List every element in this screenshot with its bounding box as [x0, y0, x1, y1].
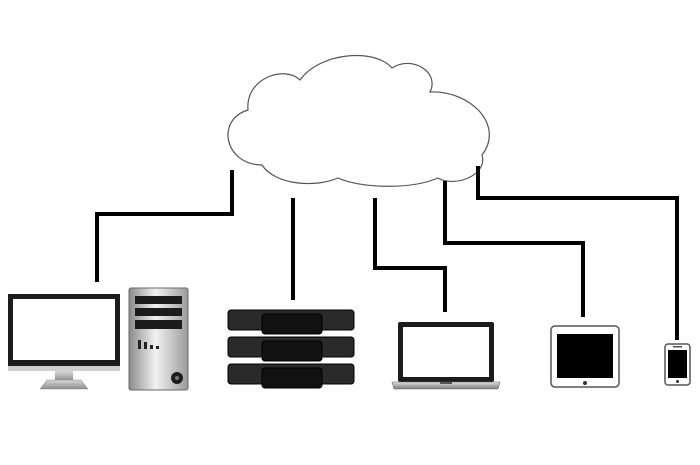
tablet-icon [550, 325, 620, 388]
laptop-icon [391, 322, 501, 390]
server-rack-icon [227, 309, 355, 389]
connection-desktop [95, 170, 234, 282]
smartphone-icon [664, 343, 691, 386]
connection-tablet [443, 181, 585, 317]
pc-tower-icon [128, 287, 189, 391]
connection-laptop [373, 198, 447, 312]
cloud-icon [227, 55, 490, 187]
desktop-monitor-icon [8, 294, 120, 390]
connection-phone [476, 166, 679, 340]
connection-lines [95, 166, 679, 340]
